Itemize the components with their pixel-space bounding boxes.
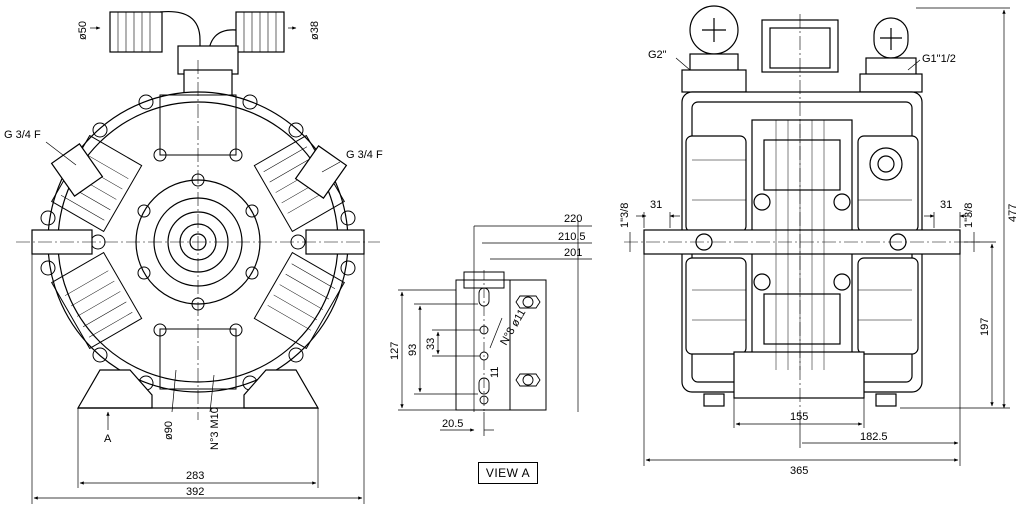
side-right-port-label: G1"1/2 (922, 53, 956, 65)
overall-width-dim: 392 (186, 486, 204, 498)
right-port-label: G 3/4 F (346, 149, 383, 161)
dim-210-5: 210.5 (558, 231, 586, 243)
base-width-dim: 283 (186, 470, 204, 482)
bolt-spec-label: N°3 M10 (209, 407, 221, 450)
dim-20-5: 20.5 (442, 418, 463, 430)
dim-93: 93 (407, 344, 419, 356)
right-thread-label: 1"3/8 (963, 203, 975, 228)
dim-182-5: 182.5 (860, 431, 888, 443)
height-dim: 477 (1007, 204, 1019, 222)
view-marker-label: A (104, 433, 112, 445)
axis-height-dim: 197 (979, 318, 991, 336)
hub-diameter-label: ø90 (163, 421, 175, 440)
slot-label: 11 (489, 367, 501, 378)
right-shaft-dim: 31 (940, 199, 952, 211)
inlet-diameter-label: ø50 (77, 21, 89, 40)
side-left-port-label: G2" (648, 49, 667, 61)
dim-127: 127 (389, 342, 401, 360)
dim-365: 365 (790, 465, 808, 477)
left-thread-label: 1"3/8 (619, 203, 631, 228)
dim-201: 201 (564, 247, 582, 259)
left-shaft-dim: 31 (650, 199, 662, 211)
view-a-label: VIEW A (478, 462, 538, 484)
outlet-diameter-label: ø38 (309, 21, 321, 40)
dim-33: 33 (425, 338, 437, 350)
dim-155: 155 (790, 411, 808, 423)
dim-220: 220 (564, 213, 582, 225)
left-port-label: G 3/4 F (4, 129, 41, 141)
